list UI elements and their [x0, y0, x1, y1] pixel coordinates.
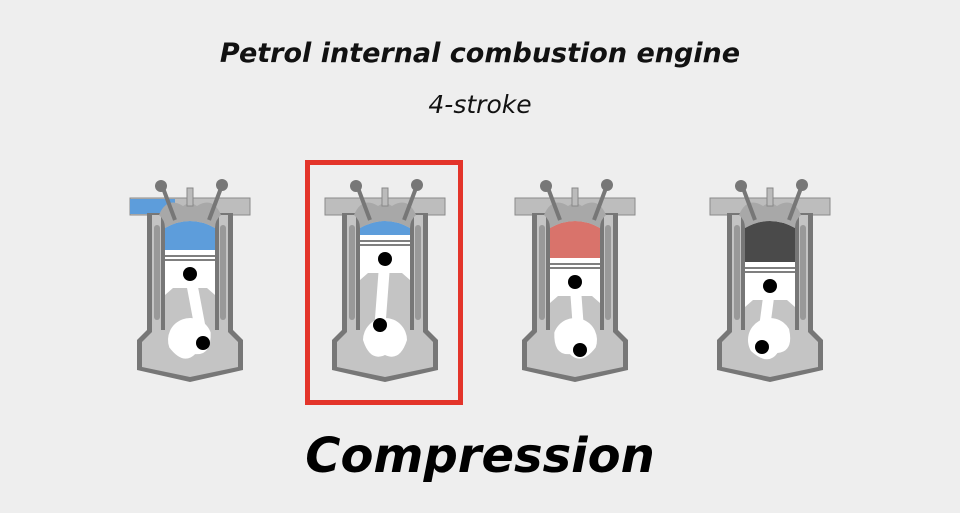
intake-valve-stem — [741, 187, 757, 221]
current-stroke-label: Compression — [305, 428, 655, 484]
exhaust-valve-stem — [402, 187, 418, 221]
cylinder-head — [354, 202, 416, 228]
cooling-slot-left — [349, 225, 355, 320]
cylinder-wall-right — [600, 215, 604, 330]
combustion-chamber-gas — [360, 221, 410, 235]
crank-pin — [373, 318, 387, 332]
diagram-title: Petrol internal combustion engine — [219, 38, 741, 69]
crank-pin — [755, 340, 769, 354]
cylinder-head — [159, 202, 221, 228]
cooling-slot-left — [734, 225, 740, 320]
cylinder-wall-left — [161, 215, 165, 330]
combustion-chamber-gas — [165, 221, 215, 250]
engine-compression — [324, 179, 446, 382]
piston-pin — [763, 279, 777, 293]
intake-valve-stem — [161, 187, 177, 221]
cylinder-wall-right — [215, 215, 219, 330]
intake-rocker — [350, 180, 362, 192]
cylinder-wall-right — [410, 215, 414, 330]
diagram-subtitle: 4-stroke — [428, 90, 532, 119]
exhaust-rocker — [216, 179, 228, 191]
exhaust-rocker — [796, 179, 808, 191]
cylinder-wall-left — [356, 215, 360, 330]
piston-pin — [568, 275, 582, 289]
combustion-chamber-gas — [550, 221, 600, 258]
spark-plug — [381, 187, 389, 207]
intake-rocker — [540, 180, 552, 192]
cooling-slot-left — [154, 225, 160, 320]
engine-power — [514, 179, 636, 382]
exhaust-rocker — [601, 179, 613, 191]
exhaust-valve-stem — [207, 187, 223, 221]
cylinder-head — [544, 202, 606, 228]
exhaust-valve-stem — [592, 187, 608, 221]
cooling-slot-right — [415, 225, 421, 320]
engine-intake — [129, 179, 251, 382]
cooling-slot-right — [605, 225, 611, 320]
intake-rocker — [155, 180, 167, 192]
intake-valve-stem — [356, 187, 372, 221]
crank-pin — [573, 343, 587, 357]
intake-rocker — [735, 180, 747, 192]
crank-pin — [196, 336, 210, 350]
cooling-slot-left — [539, 225, 545, 320]
exhaust-valve-stem — [787, 187, 803, 221]
exhaust-rocker — [411, 179, 423, 191]
cylinder-head — [739, 202, 801, 228]
spark-plug — [766, 187, 774, 207]
cooling-slot-right — [220, 225, 226, 320]
cooling-slot-right — [800, 225, 806, 320]
piston-pin — [183, 267, 197, 281]
spark-plug — [571, 187, 579, 207]
combustion-chamber-gas — [745, 221, 795, 262]
cylinder-wall-left — [546, 215, 550, 330]
spark-plug — [186, 187, 194, 207]
current-stroke-highlight-box — [305, 160, 463, 405]
engine-exhaust — [709, 179, 831, 382]
piston-pin — [378, 252, 392, 266]
cylinder-wall-right — [795, 215, 799, 330]
intake-valve-stem — [546, 187, 562, 221]
cylinder-wall-left — [741, 215, 745, 330]
